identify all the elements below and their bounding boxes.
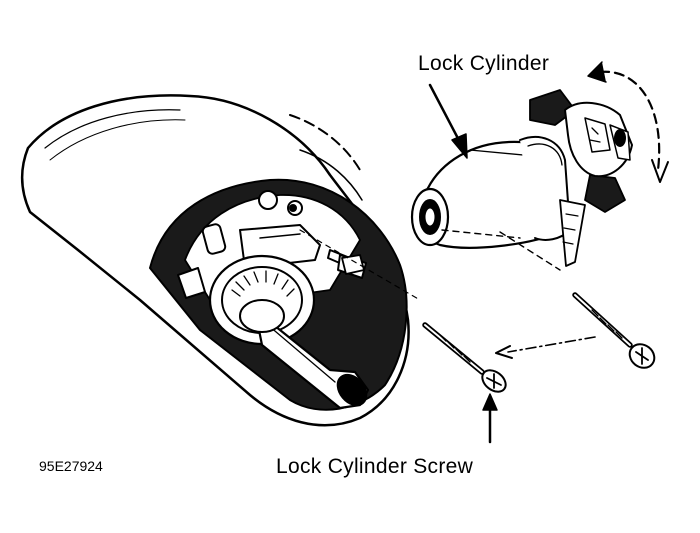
lock-cylinder-screw-installed	[422, 322, 507, 393]
insert-screw-arrow	[495, 336, 596, 359]
lock-cylinder-label: Lock Cylinder	[418, 52, 550, 75]
lock-cylinder-screw-label: Lock Cylinder Screw	[276, 455, 474, 478]
figure-code: 95E27924	[39, 458, 103, 474]
retainer-chip	[341, 254, 365, 275]
lock-cylinder-part	[410, 89, 633, 271]
lock-cylinder-leader-arrow	[428, 83, 468, 159]
rotation-arrow	[587, 61, 669, 183]
steering-shaft	[208, 254, 370, 410]
lock-cylinder-screw-leader-arrow	[482, 393, 498, 444]
lock-cylinder-screw-removed	[572, 292, 656, 369]
alignment-guide-line	[299, 229, 421, 301]
